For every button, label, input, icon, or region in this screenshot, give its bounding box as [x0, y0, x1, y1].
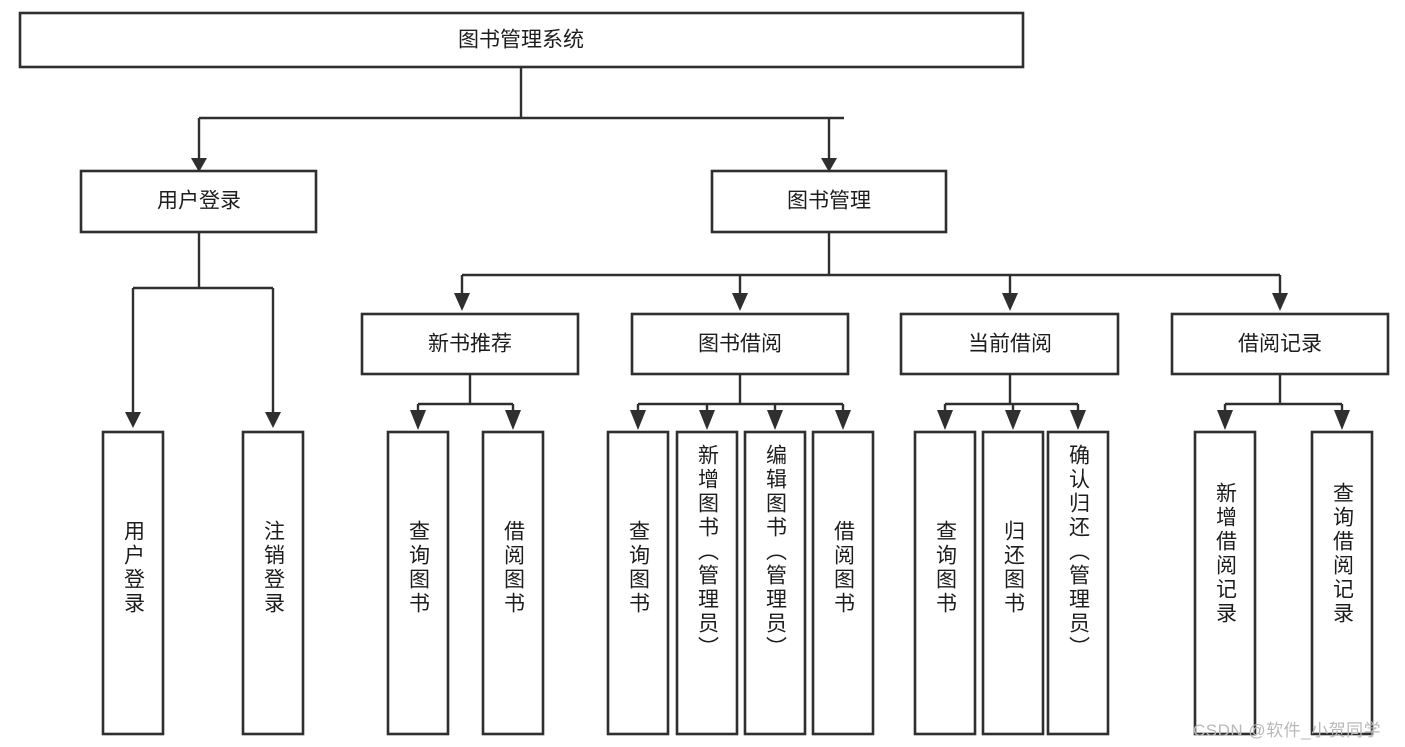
connector-newbook-to-leaves [410, 374, 521, 430]
arrow-head-icon [505, 410, 521, 430]
arrow-head-icon [1272, 293, 1288, 311]
arrow-head-icon [699, 410, 715, 430]
node-leaf-query-book-2[interactable] [606, 430, 670, 736]
node-leaf-user-login[interactable] [101, 430, 165, 736]
arrow-head-icon [767, 410, 783, 430]
node-current-borrow-label: 当前借阅 [968, 333, 1052, 356]
connector-root-to-level2 [191, 67, 844, 172]
node-leaf-borrow-book-1[interactable] [481, 430, 545, 736]
connector-bookborrow-to-leaves [630, 374, 851, 430]
node-leaf-query-book-1[interactable] [386, 430, 450, 736]
node-leaf-query-book-3[interactable] [913, 430, 977, 736]
node-root[interactable]: 图书管理系统 [18, 11, 1025, 69]
node-leaf-borrow-book-2[interactable] [811, 430, 875, 736]
node-book-management-label: 图书管理 [787, 190, 871, 213]
node-leaf-confirm-return[interactable] [1046, 430, 1110, 736]
node-new-book-recommend[interactable]: 新书推荐 [360, 312, 580, 376]
arrow-head-icon [1334, 410, 1350, 430]
node-leaf-query-record[interactable] [1310, 430, 1374, 736]
arrow-head-icon [732, 293, 748, 311]
node-book-borrow-label: 图书借阅 [698, 333, 782, 356]
connector-borrowrecord-to-leaves [1217, 374, 1350, 430]
arrow-head-icon [1217, 410, 1233, 430]
node-root-label: 图书管理系统 [458, 29, 584, 52]
arrow-head-icon [630, 410, 646, 430]
arrow-head-icon [1002, 293, 1018, 311]
arrow-head-icon [191, 158, 207, 172]
node-user-login-label: 用户登录 [157, 190, 241, 213]
node-leaf-edit-book[interactable] [743, 430, 807, 736]
node-leaf-return-book[interactable] [981, 430, 1045, 736]
connector-userlogin-to-leaves [125, 232, 281, 428]
arrow-head-icon [1070, 410, 1086, 430]
node-user-login[interactable]: 用户登录 [79, 169, 318, 234]
node-leaf-add-record[interactable] [1193, 430, 1257, 736]
node-new-book-recommend-label: 新书推荐 [428, 333, 512, 356]
arrow-head-icon [125, 412, 141, 428]
arrow-head-icon [454, 293, 470, 311]
connector-bookmgmt-to-level3 [454, 232, 1288, 311]
connector-currentborrow-to-leaves [937, 374, 1086, 430]
node-book-management[interactable]: 图书管理 [710, 169, 948, 234]
node-book-borrow[interactable]: 图书借阅 [630, 312, 850, 376]
arrow-head-icon [410, 410, 426, 430]
node-borrow-record[interactable]: 借阅记录 [1170, 312, 1390, 376]
arrow-head-icon [937, 410, 953, 430]
csdn-watermark: CSDN @软件_小贺同学 [1193, 721, 1382, 740]
node-current-borrow[interactable]: 当前借阅 [899, 312, 1120, 376]
arrow-head-icon [1005, 410, 1021, 430]
arrow-head-icon [265, 412, 281, 428]
node-borrow-record-label: 借阅记录 [1238, 333, 1322, 356]
arrow-head-icon [821, 158, 837, 172]
arrow-head-icon [835, 410, 851, 430]
node-leaf-add-book[interactable] [675, 430, 739, 736]
node-leaf-logout[interactable] [241, 430, 305, 736]
